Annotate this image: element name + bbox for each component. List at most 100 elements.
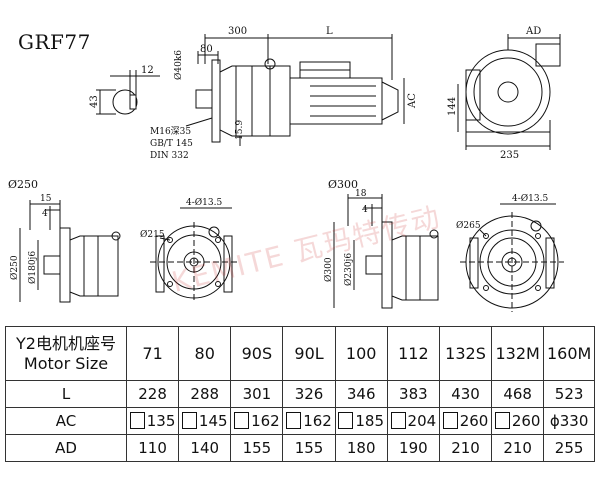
value-text: 185 [355,412,385,430]
size-cell: 132M [491,326,545,381]
value-cell: 523 [543,380,595,408]
value-cell: 162 [230,407,284,435]
dim-12: 12 [141,65,154,76]
value-text: 260 [511,412,541,430]
key-detail [96,70,160,115]
value-cell: 140 [178,434,232,462]
size-cell: 132S [438,326,493,381]
row-label: AD [5,434,127,462]
header-line-cn: Y2电机机座号 [16,333,116,353]
value-cell: 204 [386,407,440,435]
dim-230-spigot: Ø230j6 [343,253,354,286]
note-gb: GB/T 145 [150,139,193,149]
dim-ad: AD [525,26,541,37]
dim-4-a: 4 [42,209,48,219]
row-label: L [5,380,127,408]
size-cell: 160M [543,326,595,381]
value-cell: 135 [125,407,180,435]
value-cell: 468 [491,380,545,408]
table-row-l: L 228 288 301 326 346 383 430 468 523 [5,380,595,408]
value-text: 145 [198,412,228,430]
row-label: AC [5,407,127,435]
value-cell: 383 [386,380,440,408]
dim-shaft-dia: Ø40k6 [173,50,184,80]
dim-265-pcd: Ø265 [456,220,481,231]
value-cell: 110 [125,434,180,462]
value-cell: 255 [543,434,595,462]
dim-43: 43 [89,95,100,108]
side-view [185,34,405,146]
size-cell: 90S [230,326,284,381]
value-cell: 210 [491,434,545,462]
square-icon [234,412,250,429]
value-cell: 260 [491,407,545,435]
dim-250-outer: Ø250 [9,255,20,280]
dim-4-b: 4 [362,205,368,215]
page-title: GRF77 [18,30,91,54]
table-header-label: Y2电机机座号 Motor Size [5,326,127,381]
dim-ac: AC [407,93,418,109]
value-cell: ϕ330 [543,407,595,435]
dimension-table: Y2电机机座号 Motor Size 71 80 90S 90L 100 112… [5,326,595,462]
dim-144: 144 [447,97,458,116]
value-cell: 162 [282,407,336,435]
size-cell: 90L [282,326,336,381]
value-cell: 145 [178,407,232,435]
square-icon [338,412,354,429]
note-din: DIN 332 [150,151,189,161]
size-cell: 100 [334,326,388,381]
value-cell: 155 [230,434,284,462]
dim-215-pcd: Ø215 [140,229,165,240]
technical-drawing: 300 L 80 Ø40k6 AC 15.9 M16深35 GB/T 145 D… [8,26,564,312]
value-cell: 228 [125,380,180,408]
size-cell: 80 [178,326,232,381]
value-text: 260 [459,412,489,430]
value-text: 135 [146,412,176,430]
value-cell: 185 [334,407,388,435]
value-cell: 210 [438,434,493,462]
square-icon [390,412,406,429]
square-icon [286,412,302,429]
size-cell: 112 [386,326,440,381]
end-view [457,34,561,150]
value-cell: 288 [178,380,232,408]
header-line-en: Motor Size [23,353,109,373]
value-text: 204 [407,412,437,430]
square-icon [129,412,145,429]
value-cell: 155 [282,434,336,462]
note-thread: M16深35 [150,126,191,137]
value-cell: 180 [334,434,388,462]
flange-250-side [19,200,121,303]
size-cell: 71 [125,326,180,381]
value-cell: 190 [386,434,440,462]
dim-15-9: 15.9 [235,120,245,140]
flange-250-front [150,207,238,302]
flange-300-side [333,194,439,309]
dim-300-outer: Ø300 [323,257,334,282]
dim-holes-b: 4-Ø13.5 [512,193,548,204]
dim-15: 15 [40,194,52,204]
square-icon [442,412,458,429]
dim-235: 235 [500,150,519,161]
value-text: 162 [303,412,332,430]
dim-l: L [326,26,333,37]
value-cell: 260 [438,407,493,435]
value-cell: 346 [334,380,388,408]
dim-18: 18 [355,189,367,199]
flange-300-front [460,203,564,312]
value-text: 162 [251,412,280,430]
dim-180-spigot: Ø180j6 [27,251,38,284]
value-cell: 430 [438,380,493,408]
table-row-ac: AC 135 145 162 162 185 204 260 260 ϕ330 [5,407,595,435]
dim-80: 80 [200,44,213,55]
dim-300: 300 [228,26,247,37]
table-row-ad: AD 110 140 155 155 180 190 210 210 255 [5,434,595,462]
square-icon [494,412,510,429]
value-cell: 326 [282,380,336,408]
value-cell: 301 [230,380,284,408]
dim-holes-a: 4-Ø13.5 [186,197,222,208]
flange-250-label: Ø250 [8,178,38,191]
table-header-row: Y2电机机座号 Motor Size 71 80 90S 90L 100 112… [5,326,595,381]
square-icon [181,412,197,429]
